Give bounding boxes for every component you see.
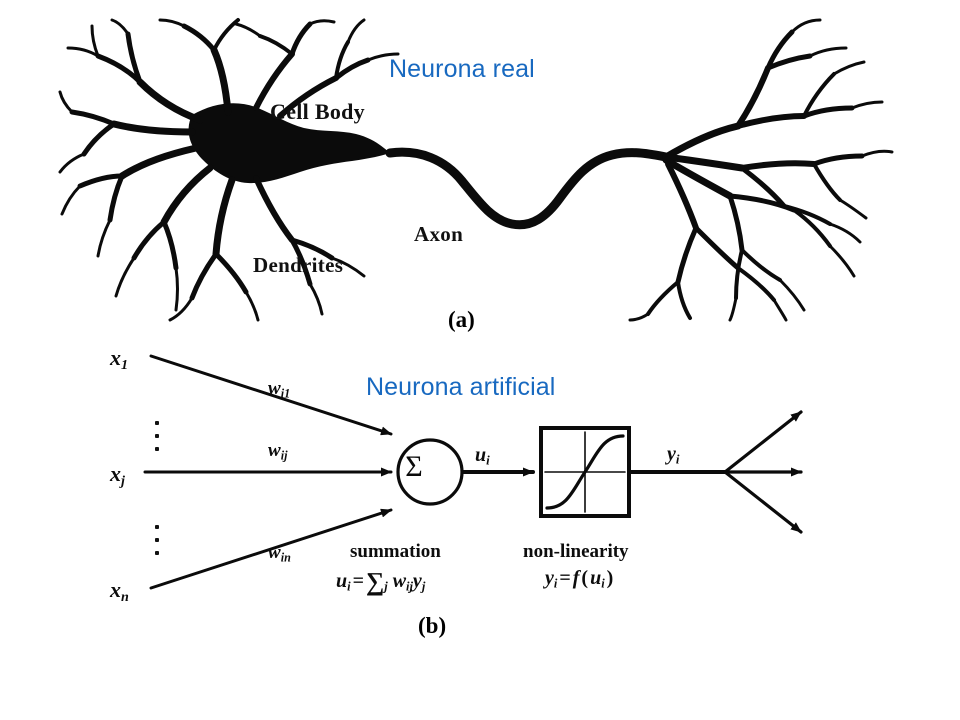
subfigure-marker-b: (b) xyxy=(418,613,447,638)
caption-non-linearity: non-linearity xyxy=(523,541,629,562)
input-line-1 xyxy=(149,354,393,436)
weight-label-wi1: wi1 xyxy=(268,378,291,401)
net-input-label-ui: ui xyxy=(475,444,490,468)
weight-label-wij: wij xyxy=(268,440,288,463)
input-line-n xyxy=(149,508,393,590)
caption-neurona-real: Neurona real xyxy=(389,55,535,83)
caption-summation: summation xyxy=(350,541,441,562)
input-ellipsis-bottom xyxy=(155,525,160,555)
output-branch-up xyxy=(723,410,803,474)
axon-terminal-arborization xyxy=(628,18,894,322)
input-label-xn: xn xyxy=(110,577,129,605)
input-ellipsis-top xyxy=(155,421,160,451)
biological-neuron-figure xyxy=(58,18,910,322)
output-label-yi: yi xyxy=(667,443,680,467)
axon-shape xyxy=(385,147,671,230)
weight-label-win: win xyxy=(268,542,291,565)
caption-neurona-artificial: Neurona artificial xyxy=(366,373,556,401)
label-dendrites: Dendrites xyxy=(253,253,344,277)
label-cell-body: Cell Body xyxy=(270,99,365,124)
output-branch-down xyxy=(723,470,803,534)
sigmoid-curve xyxy=(545,434,625,510)
input-label-x1: x1 xyxy=(110,345,129,373)
summation-sigma-glyph: Σ xyxy=(405,450,423,483)
dendritic-tree xyxy=(58,18,400,322)
label-axon: Axon xyxy=(414,222,464,246)
subfigure-marker-a: (a) xyxy=(448,307,475,332)
equation-summation: ui=∑j wijyj xyxy=(336,567,426,596)
soma-shape xyxy=(188,103,390,184)
equation-non-linearity: yi=f(ui) xyxy=(545,567,614,591)
artificial-neuron-figure xyxy=(85,330,845,650)
input-label-xj: xj xyxy=(110,461,125,489)
